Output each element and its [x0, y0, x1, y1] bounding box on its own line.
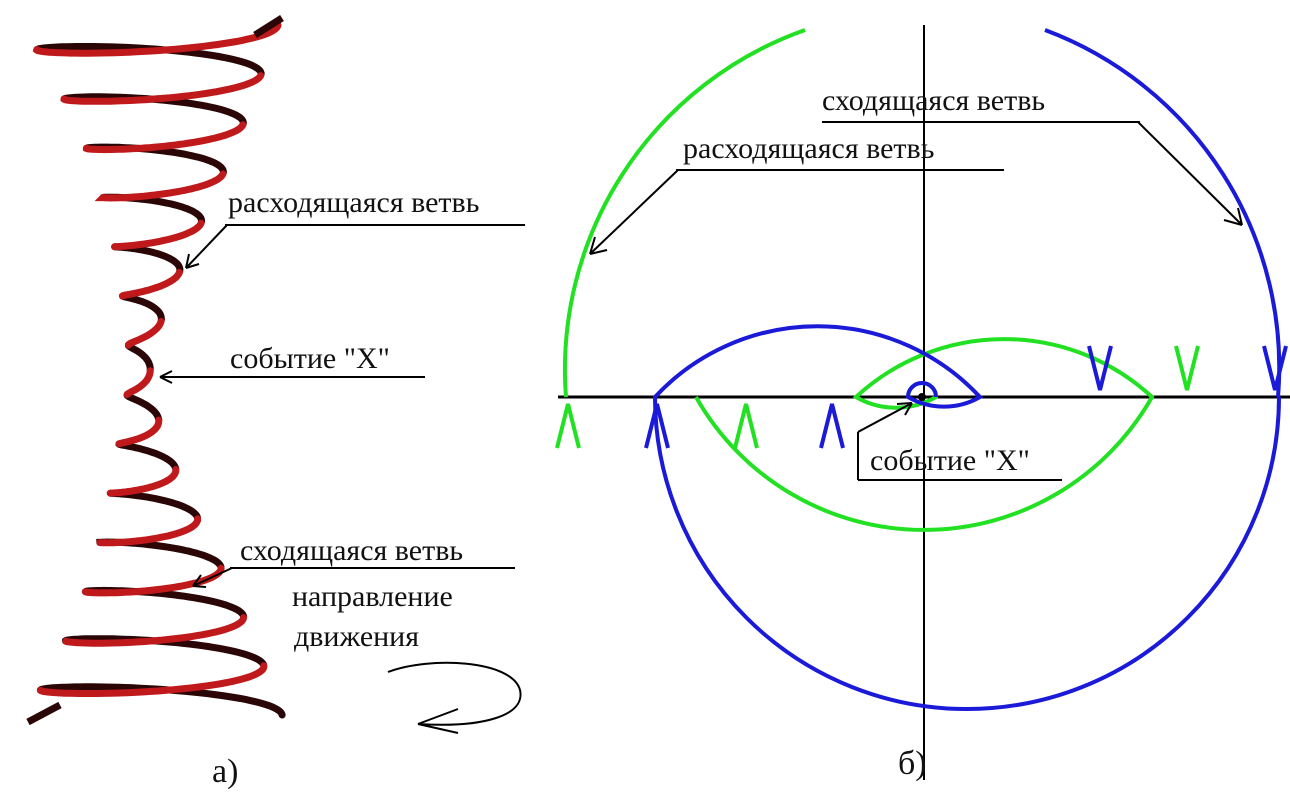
green-spiral-curve	[562, 28, 1155, 532]
blue-spiral-curve	[652, 28, 1282, 711]
rotation-arrowhead	[417, 708, 459, 734]
green-spiral	[555, 28, 1200, 532]
diverging-label: расходящаяся ветвь	[228, 186, 479, 219]
b-converging-label: сходящаяся ветвь	[822, 84, 1045, 117]
helix-bottom-tail	[26, 701, 62, 726]
diverging-arrowhead	[185, 253, 200, 269]
helix-back-strand	[125, 341, 154, 374]
green-arrowhead-left-inner	[733, 403, 759, 449]
green-arrowhead-left-outer	[555, 403, 581, 449]
helix-front-strand	[119, 268, 183, 300]
helix-back-strand	[123, 391, 163, 423]
b-converging-pointer	[1137, 121, 1243, 226]
helix-back-strand	[111, 243, 184, 275]
b-diverging-arrowhead	[589, 236, 608, 255]
blue-arrowhead-right-outer	[1262, 345, 1288, 391]
helix-front-strand	[123, 367, 154, 399]
blue-arrowhead-left-inner	[819, 403, 845, 449]
converging-arrowhead	[192, 574, 207, 588]
b-event-pointer	[857, 402, 913, 433]
green-arrowhead-right	[1174, 345, 1200, 391]
direction-label-line2: движения	[294, 620, 419, 653]
b-event-arrowhead	[896, 402, 913, 416]
direction-label-line1: направление	[292, 580, 453, 613]
helix-top-tail	[253, 15, 284, 38]
helix-front-strand	[60, 72, 265, 105]
helix-front-strand	[106, 466, 180, 497]
helix-front-strand	[124, 318, 165, 349]
panel-a: расходящаяся ветвь событие "X" сходящаяс…	[26, 15, 525, 790]
caption-a: а)	[212, 753, 238, 790]
b-diverging-pointer	[589, 169, 679, 255]
helix-back-strand	[106, 489, 201, 522]
helix-front-strand	[115, 416, 163, 448]
helix-front-strand	[94, 170, 227, 202]
panel-b: сходящаяся ветвь расходящаяся ветвь собы…	[555, 25, 1290, 782]
rotation-arrow	[387, 661, 522, 726]
helix-back-strand	[115, 440, 180, 473]
helix-front-strand	[62, 614, 248, 647]
event-arrowhead	[159, 370, 173, 384]
blue-spiral	[644, 28, 1288, 711]
helix-front-strand	[82, 121, 247, 154]
helix-front-strand	[96, 515, 202, 547]
helix-back-strand	[119, 292, 165, 325]
event-label: событие "X"	[230, 342, 390, 375]
blue-arrowhead-right-inner	[1087, 345, 1113, 391]
helix-front-strand	[111, 219, 205, 251]
diverging-pointer	[185, 224, 228, 269]
helix	[26, 15, 286, 726]
helix-front-strand	[36, 662, 268, 697]
converging-pointer	[192, 567, 233, 587]
b-diverging-label: расходящаяся ветвь	[683, 132, 934, 165]
event-point	[918, 393, 926, 401]
b-event-label: событие "X"	[870, 444, 1030, 477]
b-converging-arrowhead	[1223, 207, 1243, 226]
caption-b: б)	[898, 745, 927, 782]
blue-arrowhead-left-outer	[644, 403, 670, 449]
converging-label: сходящаяся ветвь	[240, 534, 463, 567]
